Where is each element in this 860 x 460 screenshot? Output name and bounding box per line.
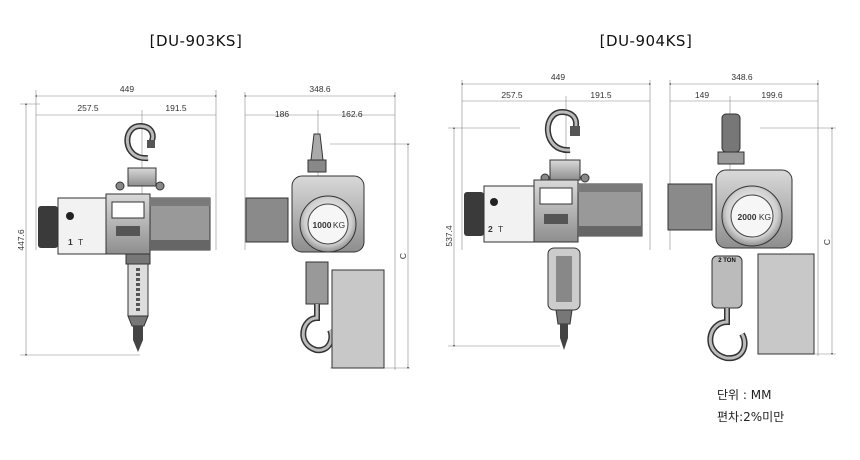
body-number: 1 <box>68 237 73 247</box>
side2-dim-left: 149 <box>695 90 709 100</box>
capacity-unit: KG <box>333 220 345 230</box>
side-dim-right: 162.6 <box>341 109 363 119</box>
side2-dim-total: 348.6 <box>731 72 753 82</box>
du903ks-front-view: 449 257.5 191.5 447.6 1 T <box>16 84 218 357</box>
dim-height: 447.6 <box>16 229 26 251</box>
capacity2-unit: KG <box>759 212 771 222</box>
du904ks-front-view: 449 257.5 191.5 537.4 2 T <box>444 72 652 350</box>
du904ks-side-view: 348.6 149 199.6 C 2000 KG 2 TON <box>667 72 836 362</box>
dim2-height: 537.4 <box>444 225 454 247</box>
title-du903ks: [DU-903KS] <box>150 32 243 50</box>
side-dim-left: 186 <box>275 109 289 119</box>
block-label: 2 TON <box>718 258 736 264</box>
body-number-unit: T <box>78 237 83 247</box>
du903ks-side-view: 348.6 186 162.6 C 1000 KG <box>243 84 410 370</box>
dim2-width-right: 191.5 <box>590 90 612 100</box>
body2-number: 2 <box>488 224 493 234</box>
capacity2-label: 2000 <box>738 212 757 222</box>
dim-width-right: 191.5 <box>165 103 187 113</box>
side-dim-total: 348.6 <box>309 84 331 94</box>
title-du904ks: [DU-904KS] <box>600 32 693 50</box>
dim2-width-total: 449 <box>551 72 565 82</box>
dim-width-total: 449 <box>120 84 134 94</box>
side-dim-c: C <box>398 253 408 259</box>
dim-width-left: 257.5 <box>77 103 99 113</box>
side2-dim-c: C <box>822 239 832 245</box>
tolerance-note: 편차:2%미만 <box>717 410 785 424</box>
capacity-label: 1000 <box>313 220 332 230</box>
side2-dim-right: 199.6 <box>761 90 783 100</box>
body2-number-unit: T <box>498 224 503 234</box>
dim2-width-left: 257.5 <box>501 90 523 100</box>
unit-note: 단위 : MM <box>717 388 772 402</box>
